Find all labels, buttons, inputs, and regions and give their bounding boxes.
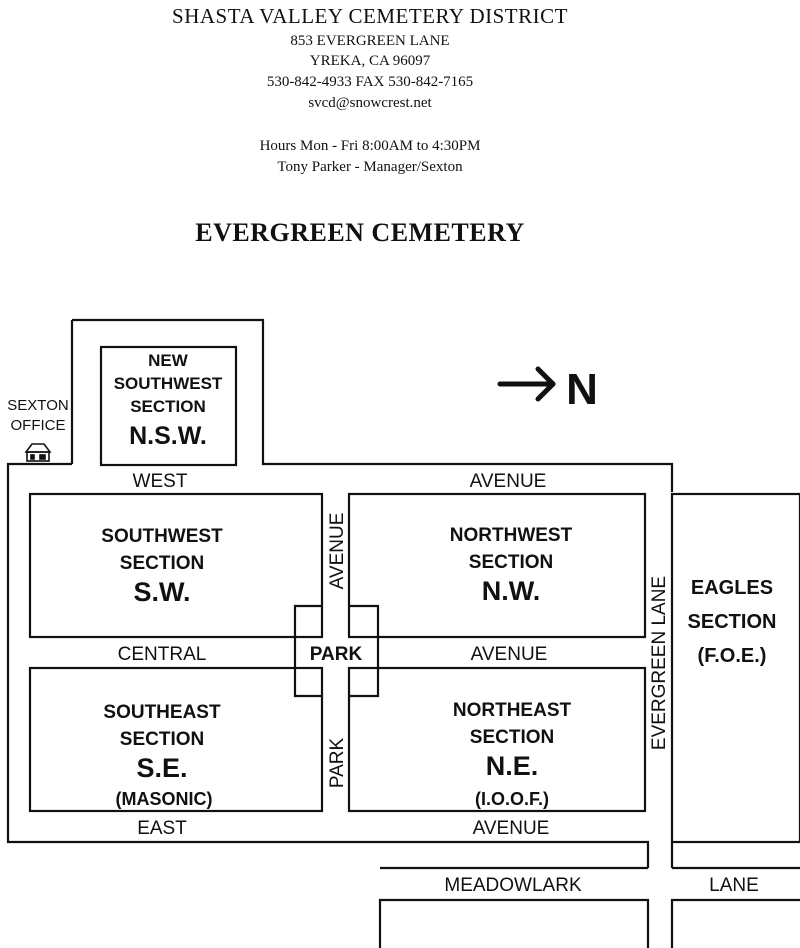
street-label-west-avenue: AVENUE [470, 471, 547, 492]
page-title: EVERGREEN CEMETERY [195, 218, 525, 247]
eagles-section: EAGLES SECTION (F.O.E.) [688, 577, 777, 667]
section-code: S.W. [133, 577, 190, 607]
section-label: SOUTHWEST [114, 374, 223, 393]
southwest-section: SOUTHWEST SECTION S.W. [101, 526, 223, 607]
section-label: SECTION [470, 727, 554, 748]
city-state-zip: YREKA, CA 96097 [309, 53, 431, 69]
street-label-lane: LANE [709, 875, 759, 896]
section-label: SOUTHEAST [103, 702, 221, 723]
street-label-east: EAST [137, 818, 187, 839]
section-label: SECTION [120, 729, 204, 750]
section-code: N.S.W. [129, 422, 207, 450]
section-label: EAGLES [691, 577, 773, 599]
email: svcd@snowcrest.net [308, 95, 432, 111]
meadowlark-lane-edge [378, 898, 650, 948]
street-label-central: CENTRAL [118, 644, 207, 665]
section-label: SECTION [120, 553, 204, 574]
office-hours: Hours Mon - Fri 8:00AM to 4:30PM [259, 138, 481, 154]
street-label-west: WEST [133, 471, 188, 492]
street-label-evergreen-lane: EVERGREEN LANE [649, 576, 670, 750]
new-southwest-section-boundary [99, 345, 238, 467]
section-label: SOUTHWEST [101, 526, 223, 547]
section-label: NORTHEAST [453, 700, 572, 721]
north-arrow-icon [497, 366, 556, 402]
section-code: N.E. [486, 751, 539, 781]
north-arrow-label: N [566, 365, 598, 414]
southwest-section-boundary [28, 492, 324, 639]
house-icon [24, 443, 52, 462]
map-outer-boundary [72, 318, 674, 492]
southeast-section-boundary [28, 666, 324, 813]
northwest-section: NORTHWEST SECTION N.W. [450, 525, 573, 606]
southeast-section: SOUTHEAST SECTION S.E. (MASONIC) [103, 702, 221, 809]
section-code: (F.O.E.) [698, 645, 767, 667]
eagles-section-boundary [670, 492, 800, 844]
park-intersection-outline [349, 604, 380, 698]
sexton-office-label-line1: SEXTON [7, 397, 68, 414]
phone-fax: 530-842-4933 FAX 530-842-7165 [266, 74, 474, 90]
section-label: SECTION [688, 611, 777, 633]
section-code: N.W. [482, 576, 541, 606]
section-note: (MASONIC) [116, 789, 213, 809]
section-label: SECTION [469, 552, 553, 573]
street-label-park-avenue-lower: PARK [327, 738, 348, 789]
street-label-central-avenue: AVENUE [471, 644, 548, 665]
section-label: NEW [148, 351, 189, 370]
section-code: S.E. [136, 753, 187, 783]
northeast-section: NORTHEAST SECTION N.E. (I.O.O.F.) [453, 700, 572, 809]
sexton-office-label-line2: OFFICE [11, 417, 66, 434]
northwest-section-boundary [347, 492, 647, 639]
new-southwest-section: NEW SOUTHWEST SECTION N.S.W. [114, 351, 223, 450]
street-label-east-avenue: AVENUE [473, 818, 550, 839]
section-note: (I.O.O.F.) [475, 789, 549, 809]
address: 853 EVERGREEN LANE [290, 33, 450, 49]
organization-name: SHASTA VALLEY CEMETERY DISTRICT [172, 4, 568, 28]
section-label: SECTION [130, 397, 206, 416]
park-intersection-outline [293, 604, 322, 698]
northeast-section-boundary [347, 666, 647, 813]
section-label: NORTHWEST [450, 525, 573, 546]
street-label-meadowlark: MEADOWLARK [444, 875, 582, 896]
meadowlark-lane-edge-east [670, 898, 800, 948]
street-label-park-avenue-upper: AVENUE [327, 513, 348, 590]
manager: Tony Parker - Manager/Sexton [277, 159, 463, 175]
map-outer-boundary-south [6, 462, 650, 868]
street-label-park: PARK [310, 644, 363, 665]
